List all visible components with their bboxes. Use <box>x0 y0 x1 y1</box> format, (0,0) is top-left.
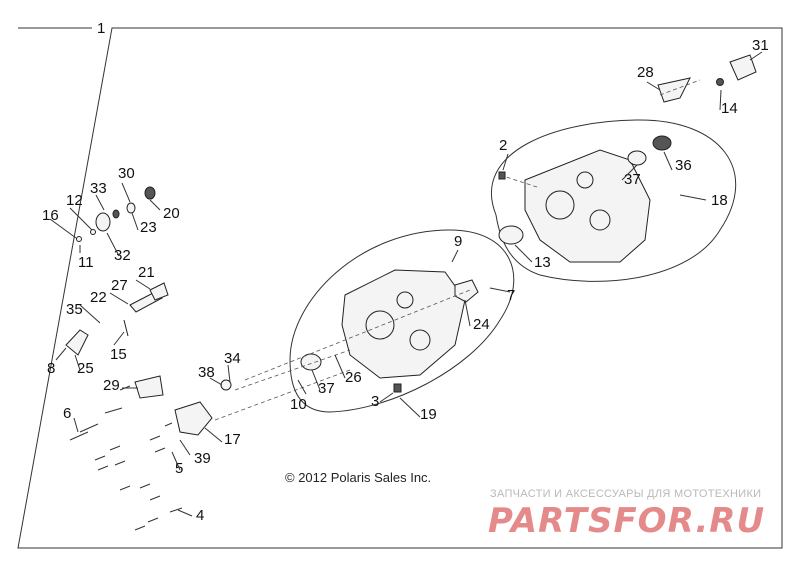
shaft-21 <box>149 282 169 301</box>
callout-3: 3 <box>371 393 379 410</box>
case-half-left <box>341 269 466 379</box>
case-half-right-group <box>490 119 737 282</box>
frame-label: 1 <box>97 20 105 37</box>
callout-13: 13 <box>534 254 551 271</box>
washer-12 <box>90 229 96 235</box>
callout-28: 28 <box>637 64 654 81</box>
assembly-lines <box>214 79 701 421</box>
callouts: 2 3 4 5 6 7 8 9 10 11 12 13 14 15 16 17 … <box>42 37 769 524</box>
callout-17: 17 <box>224 431 241 448</box>
callout-20: 20 <box>163 205 180 222</box>
copyright-notice: © 2012 Polaris Sales Inc. <box>285 470 431 485</box>
spring-15 <box>123 319 129 337</box>
callout-23: 23 <box>140 219 157 236</box>
callout-31: 31 <box>752 37 769 54</box>
case-half-left-group <box>289 229 515 413</box>
callout-8: 8 <box>47 360 55 377</box>
nut-20 <box>144 186 156 200</box>
gear-32 <box>95 212 111 232</box>
callout-11: 11 <box>78 254 94 271</box>
watermark-logo: PARTSFOR.RU <box>488 501 765 541</box>
callout-36: 36 <box>675 157 692 174</box>
callout-24: 24 <box>473 316 490 333</box>
callout-38: 38 <box>198 364 215 381</box>
callout-37-left: 37 <box>318 380 335 397</box>
callout-4: 4 <box>196 507 204 524</box>
fasteners <box>69 385 183 531</box>
callout-16: 16 <box>42 207 59 224</box>
callout-29: 29 <box>103 377 120 394</box>
watermark-tagline: ЗАПЧАСТИ И АКСЕССУАРЫ ДЛЯ МОТОТЕХНИКИ <box>490 488 761 500</box>
bracket-29 <box>134 375 164 399</box>
washer-33 <box>112 209 120 219</box>
callout-10: 10 <box>290 396 307 413</box>
callout-37-right: 37 <box>624 171 641 188</box>
callout-7: 7 <box>507 287 515 304</box>
callout-26: 26 <box>345 369 362 386</box>
callout-14: 14 <box>721 100 738 117</box>
fitting-38 <box>220 379 232 391</box>
cap-31 <box>729 54 757 81</box>
cover-17 <box>174 401 213 436</box>
callout-30: 30 <box>118 165 135 182</box>
callout-39: 39 <box>194 450 211 467</box>
bearing-36 <box>652 135 672 151</box>
callout-15: 15 <box>110 346 127 363</box>
callout-21: 21 <box>138 264 155 281</box>
plug-3 <box>393 383 402 393</box>
seal-37-right <box>627 150 647 166</box>
callout-12: 12 <box>66 192 83 209</box>
callout-2: 2 <box>499 137 507 154</box>
callout-33: 33 <box>90 180 107 197</box>
callout-6: 6 <box>63 405 71 422</box>
seal-13 <box>498 225 524 245</box>
callout-27: 27 <box>111 277 128 294</box>
callout-18: 18 <box>711 192 728 209</box>
callout-34: 34 <box>224 350 241 367</box>
case-half-right <box>524 149 651 263</box>
gear-parts-cluster <box>65 54 757 436</box>
callout-32: 32 <box>114 247 131 264</box>
watermark: ЗАПЧАСТИ И АКСЕССУАРЫ ДЛЯ МОТОТЕХНИКИ PA… <box>488 488 765 541</box>
nut-14 <box>716 78 724 86</box>
callout-35: 35 <box>66 301 83 318</box>
leader-lines <box>49 51 763 517</box>
washer-30 <box>126 202 136 214</box>
lever-8-25 <box>65 329 89 356</box>
callout-25: 25 <box>77 360 94 377</box>
diagram-frame: 1 <box>17 20 783 549</box>
callout-19: 19 <box>420 406 437 423</box>
callout-22: 22 <box>90 289 107 306</box>
callout-9: 9 <box>454 233 462 250</box>
ball-11 <box>76 236 82 242</box>
